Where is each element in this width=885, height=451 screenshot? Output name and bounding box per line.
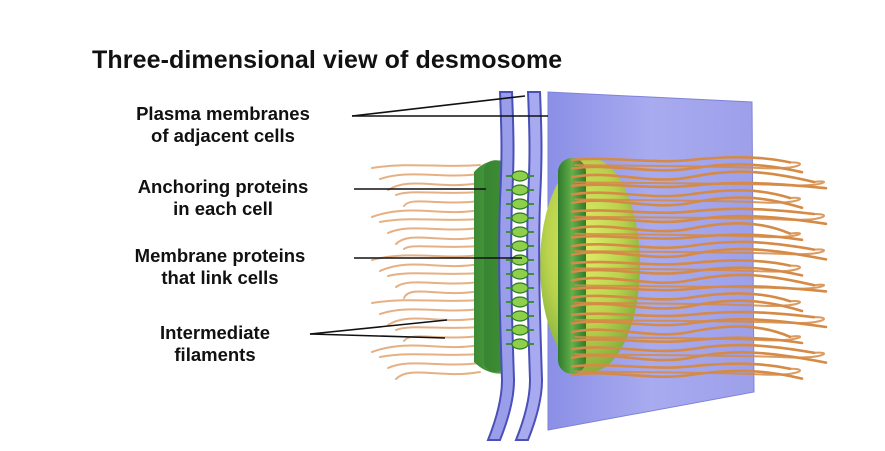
label-filaments-line2: filaments (174, 344, 256, 365)
intermediate-filament (574, 367, 802, 376)
leader-filament-2 (309, 333, 446, 339)
membrane-protein (511, 226, 529, 238)
intermediate-filament (570, 196, 804, 210)
membrane-protein (511, 198, 529, 210)
membrane-protein (511, 310, 529, 322)
intermediate-filament (403, 200, 481, 207)
membrane-protein (511, 240, 529, 252)
intermediate-filament (387, 182, 481, 191)
membrane-proteins (506, 170, 534, 350)
intermediate-filament (570, 362, 792, 371)
intermediate-filament (395, 281, 481, 288)
intermediate-filament (387, 272, 481, 277)
intermediate-filament (570, 155, 792, 164)
intermediate-filament (395, 191, 481, 196)
intermediate-filament (570, 214, 828, 226)
intermediate-filament (570, 188, 792, 200)
intermediate-filament (574, 264, 802, 273)
intermediate-filament (574, 232, 802, 239)
intermediate-filament (574, 161, 802, 170)
intermediate-filament (387, 317, 481, 326)
intermediate-filament (574, 196, 802, 204)
intermediate-filament (570, 351, 828, 364)
intermediate-filament (570, 170, 816, 184)
label-anchoring-line1: Anchoring proteins (137, 176, 309, 197)
intermediate-filament (379, 263, 481, 272)
intermediate-filament (570, 222, 792, 235)
intermediate-filament (387, 362, 481, 369)
membrane-protein (511, 212, 529, 224)
plasma-membrane-right (514, 91, 544, 441)
plasma-membrane-left (486, 91, 516, 441)
membrane-protein (511, 324, 529, 336)
intermediate-filament (570, 369, 804, 380)
membrane-protein (511, 254, 529, 266)
membrane-protein (511, 282, 529, 294)
intermediate-filament (570, 284, 828, 293)
intermediate-filament (395, 371, 481, 380)
label-anchoring-proteins: Anchoring proteins in each cell (92, 176, 354, 220)
intermediate-filament (574, 335, 802, 342)
filaments-right (570, 155, 828, 380)
label-membrane-line2: that link cells (161, 267, 279, 288)
intermediate-filament (371, 344, 481, 353)
intermediate-filament (395, 236, 481, 245)
intermediate-filament (570, 325, 792, 339)
intermediate-filament (570, 317, 828, 329)
leader-plasma-1 (351, 95, 526, 117)
intermediate-filament (570, 240, 816, 251)
label-membrane-line1: Membrane proteins (134, 245, 306, 266)
intermediate-filament (570, 247, 828, 261)
label-anchoring-line2: in each cell (173, 198, 273, 219)
intermediate-filament (574, 299, 802, 307)
intermediate-filament (387, 227, 481, 234)
intermediate-filament (574, 351, 826, 359)
leader-lines (309, 95, 548, 339)
intermediate-filament (574, 316, 826, 325)
filaments-left (371, 164, 481, 380)
label-filaments-line1: Intermediate (159, 322, 270, 343)
figure-title: Three-dimensional view of desmosome (92, 46, 563, 74)
intermediate-filament (379, 173, 481, 180)
membrane-protein (511, 338, 529, 350)
label-intermediate-filaments: Intermediate filaments (124, 322, 306, 366)
intermediate-filament (371, 164, 481, 169)
leader-filament-1 (309, 319, 448, 335)
intermediate-filament (403, 335, 481, 342)
label-plasma-membranes: Plasma membranes of adjacent cells (92, 103, 354, 147)
intermediate-filament (403, 245, 481, 250)
intermediate-filament (570, 310, 816, 319)
intermediate-filament (570, 336, 804, 345)
intermediate-filament (403, 290, 481, 299)
intermediate-filament (379, 308, 481, 315)
label-membrane-proteins: Membrane proteins that link cells (88, 245, 352, 289)
intermediate-filament (570, 259, 792, 267)
intermediate-filament (379, 218, 481, 223)
intermediate-filament (371, 209, 481, 218)
intermediate-filament (570, 163, 804, 174)
intermediate-filament (570, 273, 816, 287)
intermediate-filament (379, 353, 481, 358)
intermediate-filament (570, 266, 804, 277)
intermediate-filament (570, 181, 828, 190)
intermediate-filament (570, 207, 816, 216)
intermediate-filament (395, 326, 481, 331)
membrane-protein (511, 170, 529, 182)
label-plasma-line1: Plasma membranes (136, 103, 310, 124)
intermediate-filament (574, 248, 826, 256)
intermediate-filament (570, 299, 804, 313)
intermediate-filament (371, 299, 481, 304)
intermediate-filament (574, 212, 826, 221)
intermediate-filament (570, 233, 804, 242)
membrane-protein (511, 184, 529, 196)
intermediate-filament (570, 292, 792, 303)
label-plasma-line2: of adjacent cells (151, 125, 295, 146)
intermediate-filament (570, 343, 816, 355)
membrane-protein (511, 296, 529, 308)
membrane-protein (511, 268, 529, 280)
